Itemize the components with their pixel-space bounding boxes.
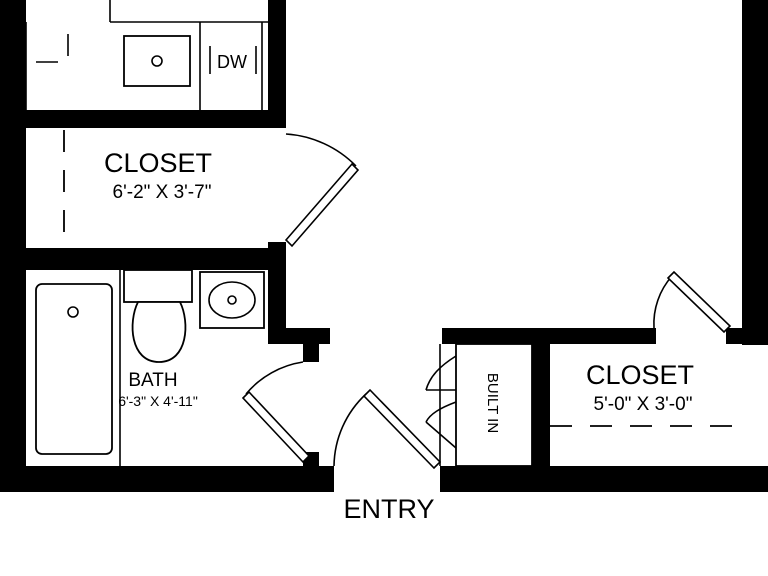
- toilet-bowl: [131, 301, 187, 363]
- closet-1-dims: 6'-2" X 3'-7": [113, 182, 212, 203]
- wall-bottom-right: [440, 466, 768, 492]
- dishwasher-label: DW: [217, 52, 247, 72]
- bath-door-swing: [245, 361, 304, 395]
- wall-left-outer: [0, 0, 26, 492]
- kitchen-area: DW: [25, 0, 268, 110]
- closet-2-dims: 5'-0" X 3'-0": [594, 394, 693, 415]
- bath-door: [241, 390, 311, 464]
- built-in-cabinet: BUILT IN: [425, 343, 533, 467]
- built-in-box: [455, 343, 533, 467]
- tub-drain: [67, 306, 79, 318]
- built-in-label: BUILT IN: [484, 373, 501, 433]
- wall-bath-door-jamb: [303, 328, 319, 362]
- wall-closet-bath: [0, 248, 286, 270]
- wall-bath-right-upper: [268, 242, 286, 328]
- bathtub: [35, 283, 113, 455]
- walls: [0, 0, 768, 492]
- entry-label: ENTRY: [343, 494, 434, 524]
- wall-right-outer: [742, 0, 768, 345]
- closet-1-name: CLOSET: [104, 148, 212, 178]
- closet-2-name: CLOSET: [586, 360, 694, 390]
- entry-door: [362, 388, 442, 470]
- closet-2-door-swing: [653, 275, 673, 329]
- entry-door-swing: [333, 393, 367, 467]
- sink-drain: [151, 55, 163, 67]
- entry-door-area: ENTRY: [333, 388, 442, 524]
- kitchen-sink: [123, 35, 191, 87]
- closet-2: CLOSET 5'-0" X 3'-0": [550, 270, 742, 427]
- toilet-tank: [123, 269, 193, 303]
- closet-1-door: [284, 162, 360, 248]
- wall-closet2-divider: [532, 328, 550, 468]
- wall-bath-stub: [268, 328, 330, 344]
- bath-name: BATH: [128, 370, 177, 391]
- wall-kitchen-right: [268, 0, 286, 128]
- wall-closet2-top-right: [726, 328, 768, 344]
- closet-1: CLOSET 6'-2" X 3'-7": [63, 130, 360, 248]
- wall-bottom-left: [0, 466, 334, 492]
- wall-kitchen-closet: [0, 110, 286, 128]
- bath-dims: 6'-3" X 4'-11": [118, 393, 198, 409]
- bath-sink-basin: [208, 281, 256, 319]
- closet-2-door: [666, 270, 732, 334]
- closet-1-door-swing: [285, 133, 357, 167]
- bath: BATH 6'-3" X 4'-11": [35, 269, 311, 466]
